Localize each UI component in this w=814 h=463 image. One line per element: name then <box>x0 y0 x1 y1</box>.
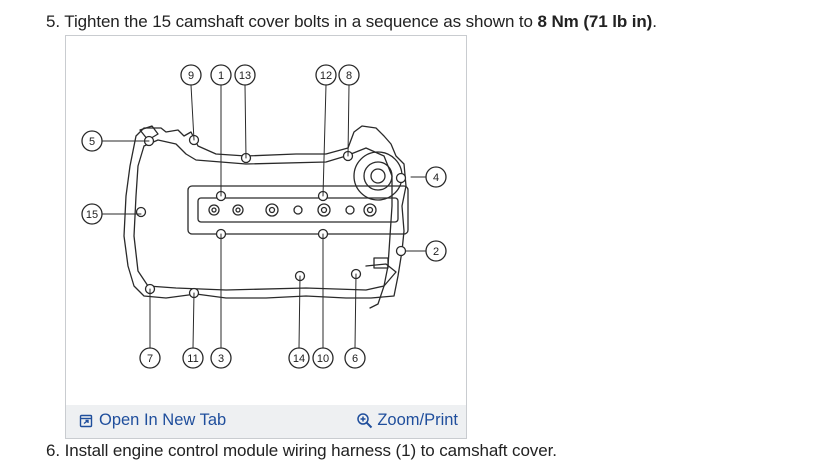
open-in-new-tab-label: Open In New Tab <box>99 411 227 429</box>
callout-14: 14 <box>288 347 310 369</box>
step-5-text: 5. Tighten the 15 camshaft cover bolts i… <box>46 12 538 31</box>
svg-text:2: 2 <box>433 246 439 258</box>
callout-2: 2 <box>425 240 447 262</box>
cam-pulley <box>353 151 403 201</box>
rail-bosses <box>208 203 377 217</box>
svg-text:8: 8 <box>346 70 352 82</box>
open-new-tab-icon <box>79 414 93 428</box>
svg-text:15: 15 <box>86 209 98 221</box>
callout-5: 5 <box>81 130 103 152</box>
callout-11: 11 <box>182 347 204 369</box>
cover-inner-outline <box>133 139 393 291</box>
svg-text:13: 13 <box>239 70 251 82</box>
svg-text:7: 7 <box>147 353 153 365</box>
step-6-instruction: 6. Install engine control module wiring … <box>46 441 557 460</box>
callout-12: 12 <box>315 64 337 86</box>
callout-9: 9 <box>180 64 202 86</box>
center-rail-inner <box>197 197 399 223</box>
svg-text:10: 10 <box>317 353 329 365</box>
callout-13: 13 <box>234 64 256 86</box>
camshaft-cover-diagram: 9 1 13 12 8 5 15 4 2 7 11 3 14 10 6 <box>81 64 447 369</box>
figure-toolbar: Open In New Tab Zoom/Print <box>66 405 466 438</box>
step-5-period: . <box>652 12 657 31</box>
svg-text:6: 6 <box>352 353 358 365</box>
bolt-callouts: 9 1 13 12 8 5 15 4 2 7 11 3 14 10 6 <box>81 64 447 369</box>
zoom-print-label: Zoom/Print <box>377 411 458 429</box>
connector <box>373 257 389 269</box>
callout-3: 3 <box>210 347 232 369</box>
open-in-new-tab-link[interactable]: Open In New Tab <box>79 411 226 430</box>
callout-6: 6 <box>344 347 366 369</box>
zoom-print-link[interactable]: Zoom/Print <box>356 411 458 430</box>
callout-7: 7 <box>139 347 161 369</box>
callout-8: 8 <box>338 64 360 86</box>
torque-spec: 8 Nm (71 lb in) <box>537 12 653 31</box>
right-bracket <box>365 263 397 309</box>
magnifier-plus-icon <box>356 412 374 430</box>
callout-1: 1 <box>210 64 232 86</box>
callout-10: 10 <box>312 347 334 369</box>
svg-text:9: 9 <box>188 70 194 82</box>
svg-text:14: 14 <box>293 353 305 365</box>
bolt-heads <box>135 134 407 299</box>
svg-text:11: 11 <box>187 353 198 365</box>
center-rail <box>187 185 409 235</box>
svg-text:3: 3 <box>218 353 224 365</box>
callout-4: 4 <box>425 166 447 188</box>
left-fitting <box>139 125 159 141</box>
step-5-instruction: 5. Tighten the 15 camshaft cover bolts i… <box>46 12 657 32</box>
leader-lines <box>101 84 427 349</box>
svg-text:4: 4 <box>433 172 439 184</box>
callout-15: 15 <box>81 203 103 225</box>
svg-text:1: 1 <box>218 70 224 82</box>
svg-text:5: 5 <box>89 136 95 148</box>
svg-text:12: 12 <box>320 70 332 82</box>
diagram-figure: 9 1 13 12 8 5 15 4 2 7 11 3 14 10 6 <box>65 35 467 439</box>
